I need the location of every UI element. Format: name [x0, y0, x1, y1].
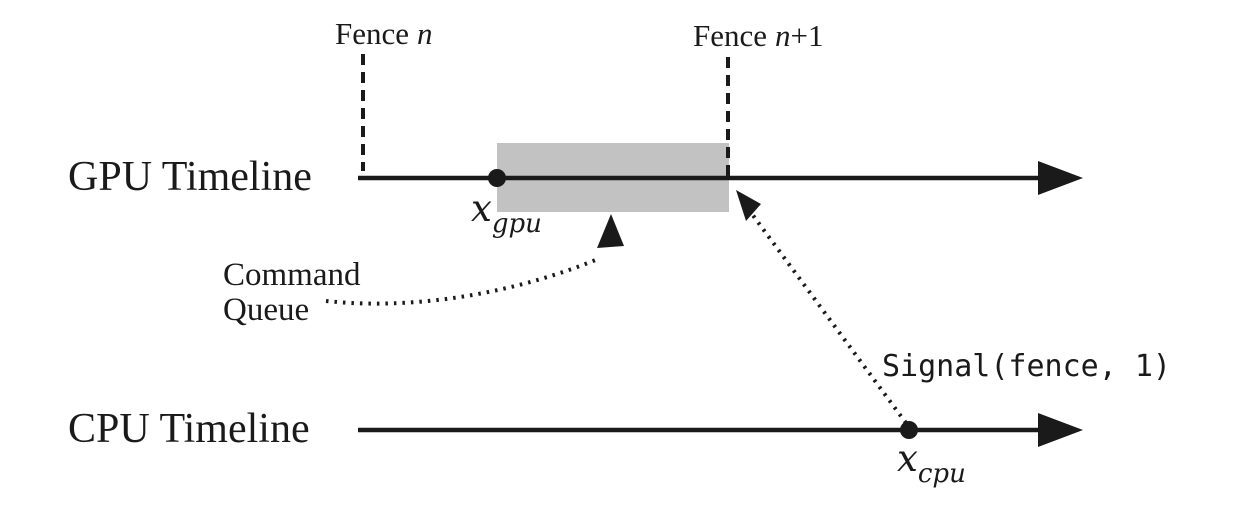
x-cpu-base: x — [897, 437, 918, 480]
x-gpu-label: xgpu — [471, 187, 542, 239]
cpu-timeline-arrowhead — [1038, 413, 1083, 447]
x-gpu-subscript: gpu — [492, 209, 542, 239]
command-queue-arrowhead — [597, 214, 624, 248]
signal-call-label: Signal(fence, 1) — [882, 349, 1171, 384]
gpu-timeline-arrowhead — [1038, 161, 1083, 195]
x-gpu-base: x — [471, 187, 492, 230]
signal-dotted-arrow — [747, 208, 908, 425]
x-cpu-subscript: cpu — [918, 459, 966, 489]
x-cpu-event-dot — [900, 421, 918, 439]
command-queue-label-line1: Command — [223, 257, 361, 293]
fence-n-plus-1-suffix: +1 — [791, 18, 824, 53]
fence-n-plus-1-var: n — [775, 18, 791, 53]
command-queue-label-line2: Queue — [223, 292, 309, 328]
signal-arrowhead — [736, 190, 761, 221]
x-gpu-event-dot — [488, 169, 506, 187]
gpu-timeline-label: GPU Timeline — [68, 154, 312, 200]
fence-n-var: n — [417, 16, 433, 51]
fence-n-word: Fence — [335, 16, 409, 51]
command-queue-dotted-arrow — [325, 257, 599, 306]
cpu-timeline-label: CPU Timeline — [68, 406, 310, 452]
x-cpu-label: xcpu — [897, 437, 966, 489]
fence-n-plus-1-word: Fence — [693, 18, 767, 53]
